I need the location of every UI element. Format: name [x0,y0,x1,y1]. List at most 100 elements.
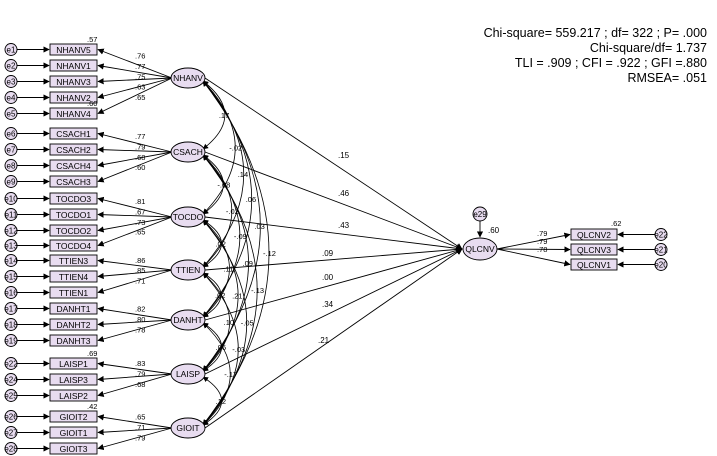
outcome-error-circle-e22 [654,228,668,241]
path-coef-DANHT: .00 [322,273,334,282]
fit-line-chi-square: Chi-square= 559.217 ; df= 322 ; P= .000 [483,26,707,40]
latent-TTIEN [170,259,206,281]
latent-label-DANHT: DANHT [173,315,202,325]
error-label-e18: e18 [4,321,18,330]
covariance-value-NHANV-LAISP: .03 [254,222,264,231]
loading-path-DANHT3 [97,319,173,343]
covariance-value-TOCDO-LAISP: .21 [232,292,242,301]
indicator-box-NHANV3 [49,75,98,88]
indicator-label-LAISP1: LAISP1 [59,359,88,369]
error-circle-e19 [4,334,18,347]
error-label-e19: e19 [4,337,18,346]
loading-value-TOCDO2: .73 [135,218,145,227]
loading-value-TTIEN4: .85 [135,266,145,275]
loading-path-TTIEN4 [97,269,173,280]
loading-path-GIOIT1 [97,427,173,436]
indicator-label-GIOIT3: GIOIT3 [60,444,88,454]
path-coef-GIOIT: .21 [318,336,330,345]
indicator-label-TOCDO4: TOCDO4 [56,241,92,251]
error-label-e9: e9 [7,178,16,187]
indicator-label-NHANV1: NHANV1 [56,61,91,71]
loading-value-NHANV3: .75 [135,72,145,81]
disturbance-label-e29: e29 [473,210,487,219]
fit-statistics: Chi-square= 559.217 ; df= 322 ; P= .000 … [484,26,707,86]
loading-value-NHANV1: .77 [135,62,145,71]
error-circle-e27 [4,426,18,439]
indicator-box-TTIEN1 [49,286,98,299]
indicator-label-CSACH2: CSACH2 [56,145,91,155]
error-circle-e3 [4,75,18,88]
loading-value-GIOIT2: .65 [135,413,145,422]
r2-GIOIT2: .42 [87,402,97,411]
error-circle-e24 [4,373,18,386]
structural-path-TTIEN [204,246,463,271]
error-circle-e25 [4,389,18,402]
loading-path-CSACH4 [97,151,173,168]
covariance-DANHT-LAISP [202,322,222,372]
path-coef-TTIEN: .09 [322,249,334,258]
indicator-box-CSACH2 [49,143,98,156]
indicator-box-NHANV5 [49,43,98,56]
indicator-box-NHANV4 [49,107,98,120]
indicator-box-TTIEN3 [49,254,98,267]
indicator-label-TTIEN1: TTIEN1 [59,288,89,298]
error-label-e15: e15 [4,273,18,282]
error-label-e5: e5 [7,110,16,119]
loading-path-GIOIT3 [97,427,173,451]
outcome-label-QLCNV: QLCNV [465,244,495,254]
indicator-label-NHANV5: NHANV5 [56,45,91,55]
indicator-box-TOCDO2 [49,224,98,237]
covariance-value-CSACH-TOCDO: -.08 [217,181,230,190]
indicator-box-TOCDO1 [49,208,98,221]
covariance-value-DANHT-LAISP: .06 [216,343,226,352]
error-label-e26: e26 [4,413,18,422]
indicator-box-TOCDO3 [49,192,98,205]
indicator-box-GIOIT1 [49,426,98,439]
path-coef-TOCDO: .43 [338,221,350,230]
indicator-label-TOCDO2: TOCDO2 [56,226,92,236]
indicator-box-TOCDO4 [49,239,98,252]
covariance-TOCDO-GIOIT [202,219,248,426]
path-coef-LAISP: .34 [322,300,334,309]
indicator-box-GIOIT3 [49,442,98,455]
loading-value-NHANV4: .65 [135,93,145,102]
structural-path-LAISP [204,248,463,375]
loading-value-TOCDO4: .65 [135,228,145,237]
error-label-e3: e3 [7,78,16,87]
covariance-value-TOCDO-TTIEN: .02 [215,240,225,249]
covariance-value-CSACH-TTIEN: -.02 [226,207,239,216]
loading-path-TOCDO2 [97,216,173,233]
error-label-e8: e8 [7,162,16,171]
covariance-TTIEN-LAISP [202,272,231,372]
loading-value-DANHT3: .78 [135,325,145,334]
loading-value-LAISP3: .79 [135,370,145,379]
loading-path-LAISP1 [97,361,173,375]
covariance-value-TTIEN-GIOIT: -.03 [232,345,245,354]
loading-path-TOCDO1 [97,211,173,218]
outcome-error-circle-e21 [654,243,668,256]
covariance-NHANV-TOCDO [202,80,236,215]
indicator-label-LAISP3: LAISP3 [59,375,88,385]
loading-path-DANHT2 [97,319,173,328]
covariance-TOCDO-DANHT [202,219,230,318]
latent-NHANV [170,67,206,89]
indicator-label-NHANV2: NHANV2 [56,93,91,103]
error-label-e27: e27 [4,429,18,438]
indicator-box-NHANV2 [49,91,98,104]
covariance-value-NHANV-TOCDO: -.02 [229,144,242,153]
latent-label-NHANV: NHANV [173,73,203,83]
outcome-error-label-e21: e21 [654,246,668,255]
covariance-value-TTIEN-DANHT: .02 [215,291,225,300]
covariance-CSACH-DANHT [202,154,241,318]
error-label-e28: e28 [4,445,18,454]
loading-value-CSACH1: .77 [135,132,145,141]
fit-line-chi-square-df: Chi-square/df= 1.737 [589,41,707,55]
indicator-box-LAISP3 [49,373,98,386]
error-label-e22: e22 [4,360,18,369]
outcome-r2-QLCNV2: .62 [611,219,621,228]
outcome-loading-path-QLCNV3 [496,246,571,253]
loading-path-LAISP2 [97,373,173,397]
outcome-indicator-label-QLCNV1: QLCNV1 [577,260,611,270]
